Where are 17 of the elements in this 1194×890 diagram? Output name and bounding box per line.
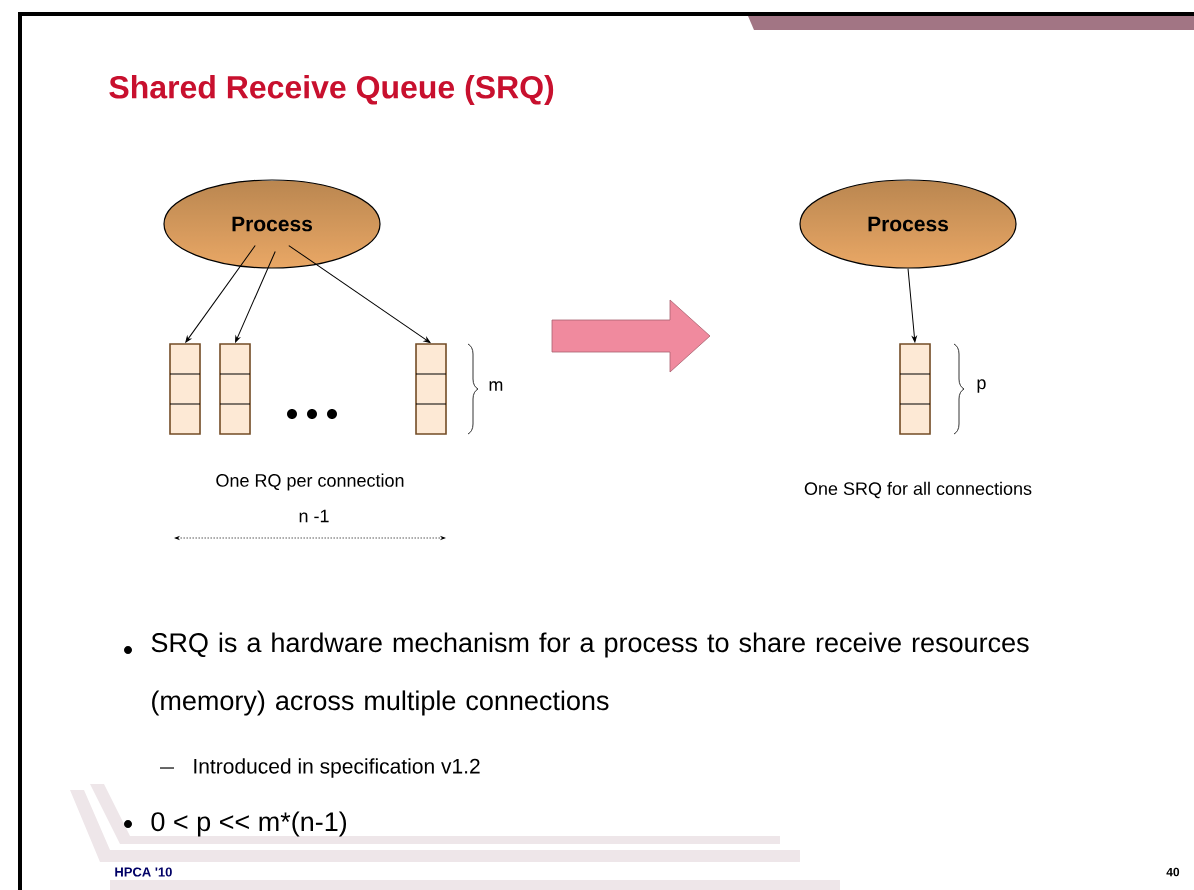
arrow: [185, 245, 256, 343]
brace-label: m: [489, 381, 503, 391]
dimension-label: n -1: [299, 509, 329, 523]
bullet-text: 0 < p << m*(n-1): [151, 811, 347, 837]
arrow: [288, 245, 431, 343]
queue-drawing: [169, 343, 201, 435]
slide-title: Shared Receive Queue (SRQ): [109, 75, 554, 105]
queue-drawing: [219, 343, 251, 435]
bullet-text: Introduced in specification v1.2: [194, 758, 480, 778]
bullet-text: SRQ is a hardware mechanism for a process to share receive resources (memory) across multiple connections: [151, 632, 1029, 716]
brace-label: p: [977, 379, 986, 393]
arrow: [235, 251, 276, 343]
queue-drawing: [899, 343, 931, 435]
caption: One SRQ for all connections: [804, 481, 1032, 499]
arrow: [907, 268, 917, 343]
caption: One RQ per connection: [216, 473, 404, 491]
queue-drawing: [415, 343, 447, 435]
